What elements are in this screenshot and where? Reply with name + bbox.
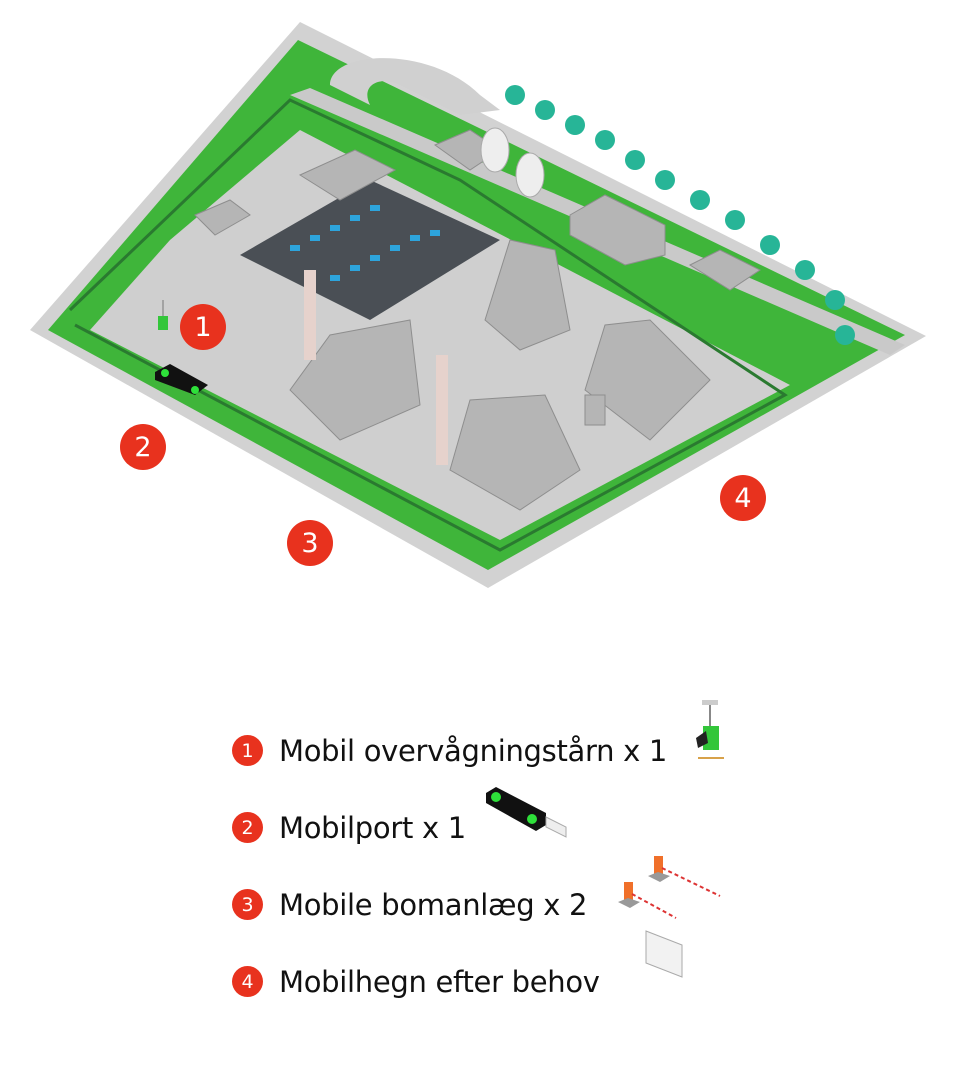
mobile-gate [155, 364, 208, 395]
legend-number: 3 [232, 889, 263, 920]
map-marker-4: 4 [720, 475, 766, 521]
legend-label: Mobile bomanlæg x 2 [279, 887, 588, 922]
barrier-icon [618, 856, 721, 919]
legend-number: 1 [232, 735, 263, 766]
legend-label: Mobil overvågningstårn x 1 [279, 733, 668, 768]
legend: 1 Mobil overvågningstårn x 1 2 Mobilport… [232, 700, 724, 1020]
parked-cars [290, 205, 440, 281]
inner-yard [90, 130, 790, 540]
legend-number: 2 [232, 812, 263, 843]
mobile-gate-icon [486, 787, 567, 838]
fence-panel-icon [645, 930, 683, 978]
legend-item-fence: 4 Mobilhegn efter behov [232, 930, 683, 1020]
surveillance-tower [158, 300, 168, 330]
site-map-illustration [30, 22, 926, 588]
map-marker-2: 2 [120, 424, 166, 470]
legend-label: Mobilhegn efter behov [279, 964, 600, 999]
legend-item-tower: 1 Mobil overvågningstårn x 1 [232, 700, 724, 789]
legend-label: Mobilport x 1 [279, 810, 466, 845]
running-track [330, 58, 500, 115]
surveillance-tower-icon [696, 700, 724, 759]
map-marker-3: 3 [287, 520, 333, 566]
chimneys [304, 270, 448, 465]
map-marker-1: 1 [180, 304, 226, 350]
silos [480, 127, 545, 198]
perimeter-fence [68, 98, 788, 552]
legend-item-barrier: 3 Mobile bomanlæg x 2 [232, 856, 721, 943]
trees [505, 85, 855, 345]
legend-item-gate: 2 Mobilport x 1 [232, 787, 667, 866]
legend-number: 4 [232, 966, 263, 997]
